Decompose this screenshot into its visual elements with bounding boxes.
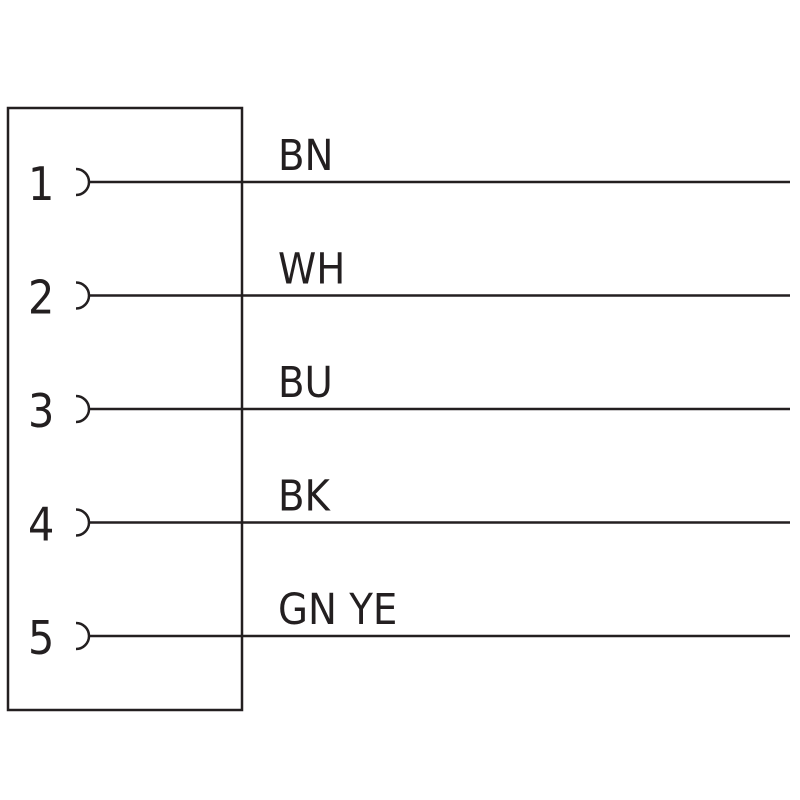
pin-number: 3 (28, 384, 54, 438)
wire-color-label: BN (278, 131, 333, 181)
wire-color-label: BK (278, 472, 332, 522)
pin-row-3: 3 BU (28, 358, 790, 438)
pin-number: 5 (28, 611, 54, 665)
socket-contact-icon (75, 508, 91, 537)
pin-row-1: 1 BN (28, 131, 790, 211)
pin-number: 4 (28, 498, 54, 552)
wire-color-label: WH (278, 245, 345, 295)
pin-row-2: 2 WH (28, 245, 790, 325)
wire-color-label: BU (278, 358, 333, 408)
socket-contact-icon (75, 167, 91, 197)
pin-number: 2 (28, 271, 54, 325)
socket-contact-icon (75, 621, 91, 651)
socket-contact-icon (75, 281, 91, 310)
wire-color-label: GN YE (278, 585, 397, 635)
pin-row-4: 4 BK (28, 472, 790, 552)
pin-number: 1 (28, 157, 54, 211)
socket-contact-icon (75, 394, 91, 424)
pin-row-5: 5 GN YE (28, 585, 790, 665)
